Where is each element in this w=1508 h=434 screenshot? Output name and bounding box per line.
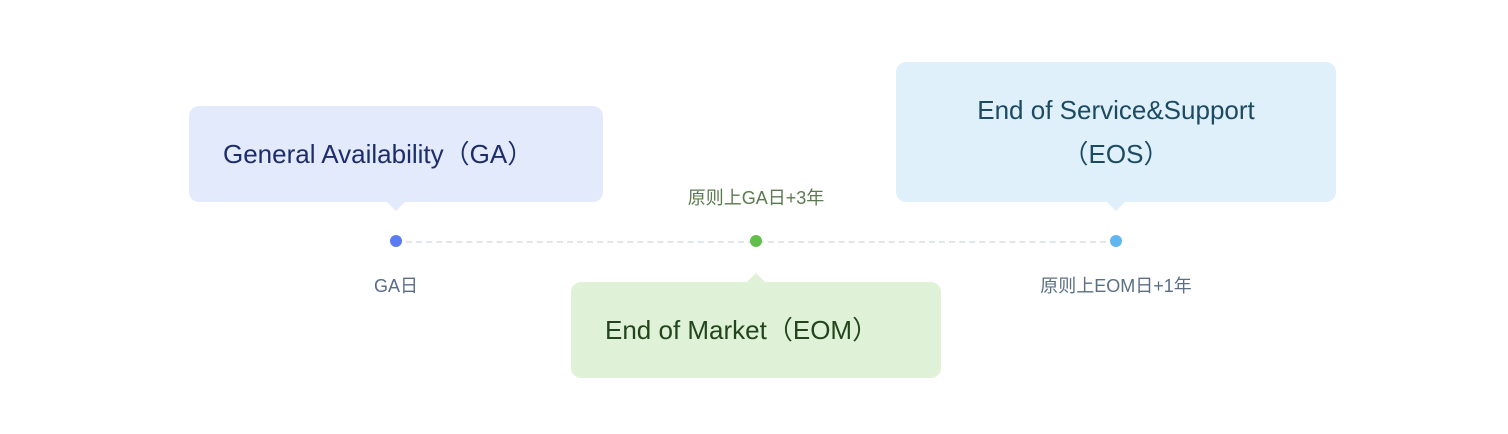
ga-card: General Availability（GA） (189, 106, 603, 211)
eom-card-title: End of Market（EOM） (605, 315, 879, 345)
ga-card-pointer (387, 202, 405, 211)
eom-date-label: 原则上GA日+3年 (687, 188, 825, 208)
eos-card: End of Service&Support （EOS） (896, 62, 1336, 211)
eos-card-title-line1: End of Service&Support (977, 95, 1255, 125)
ga-milestone-dot (390, 235, 402, 247)
eom-card: End of Market（EOM） (571, 273, 941, 378)
eos-card-pointer (1107, 202, 1125, 211)
eos-card-title-line2: （EOS） (1062, 139, 1170, 169)
ga-date-label: GA日 (373, 276, 419, 296)
eos-milestone-dot (1110, 235, 1122, 247)
eom-milestone-dot (750, 235, 762, 247)
eom-card-pointer (747, 273, 765, 282)
eos-date-label: 原则上EOM日+1年 (1040, 276, 1192, 296)
ga-card-title: General Availability（GA） (223, 139, 534, 169)
